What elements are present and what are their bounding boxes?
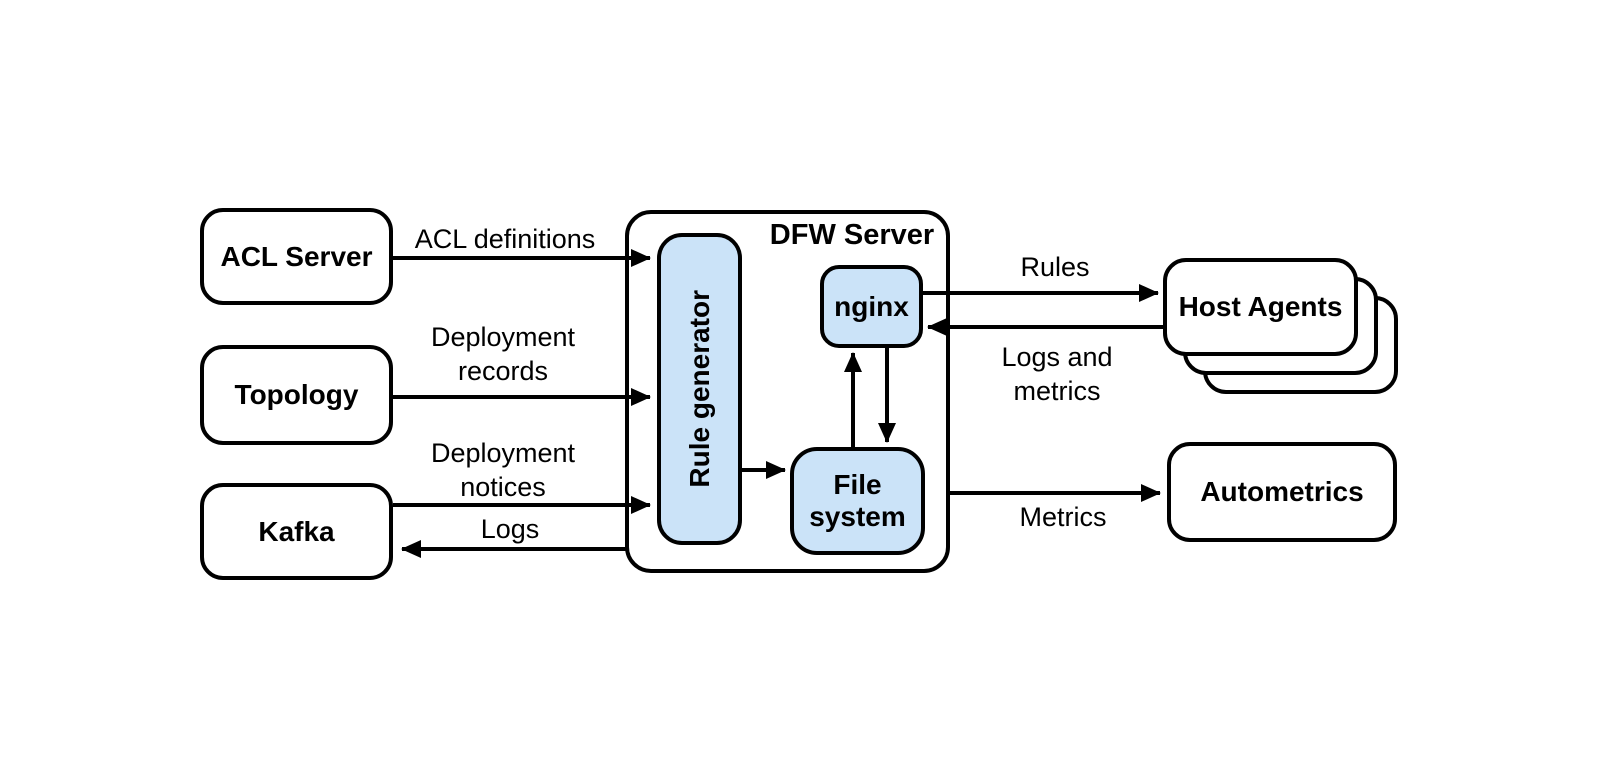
edge-label-logs: Logs	[480, 514, 540, 544]
node-kafka: Kafka	[200, 483, 393, 580]
node-nginx: nginx	[820, 265, 923, 348]
node-rule-generator: Rule generator	[657, 233, 742, 545]
edge-label-deployment-notices: Deployment notices	[430, 438, 576, 502]
node-kafka-label: Kafka	[258, 515, 335, 547]
node-rule-generator-label: Rule generator	[683, 290, 715, 488]
node-acl-server-label: ACL Server	[220, 240, 373, 272]
edge-label-deployment-records: Deployment records	[430, 322, 576, 386]
node-acl-server: ACL Server	[200, 208, 393, 305]
node-dfw-server-label: DFW Server	[769, 219, 935, 251]
node-host-agents: Host Agents	[1163, 258, 1358, 356]
node-topology-label: Topology	[234, 379, 359, 410]
node-file-system: File system	[790, 447, 925, 555]
node-nginx-label: nginx	[834, 290, 909, 322]
node-topology: Topology	[200, 345, 393, 445]
edge-label-rules: Rules	[1020, 252, 1090, 282]
node-file-system-label: File system	[809, 469, 906, 532]
edge-label-logs-and-metrics: Logs and metrics	[1001, 342, 1113, 406]
edge-label-acl-definitions: ACL definitions	[414, 224, 596, 254]
node-autometrics: Autometrics	[1167, 442, 1397, 542]
node-host-agents-label: Host Agents	[1178, 291, 1343, 322]
edge-label-metrics: Metrics	[1019, 502, 1107, 532]
node-autometrics-label: Autometrics	[1200, 476, 1364, 507]
